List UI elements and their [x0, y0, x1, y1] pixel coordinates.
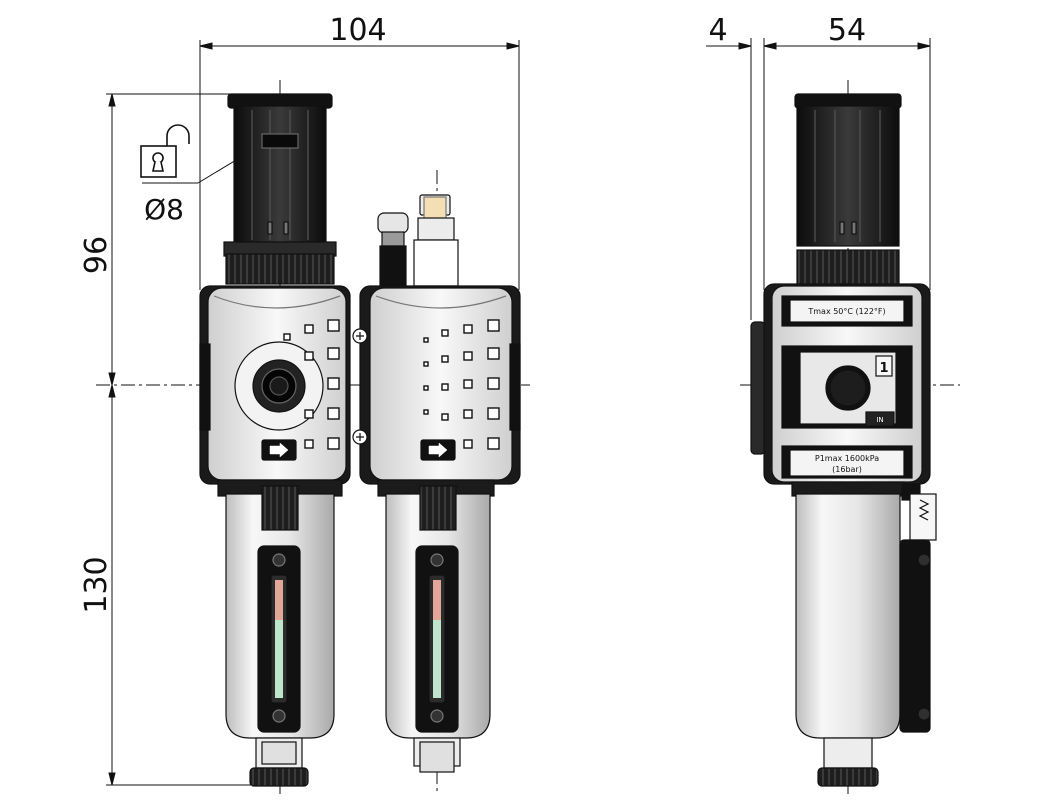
dim-upper-height: 96 [79, 236, 114, 274]
filter-regulator-unit [199, 93, 351, 787]
dim-overall-width: 104 [329, 13, 386, 48]
port-mark: IN [876, 416, 883, 424]
dim-side-width: 54 [828, 13, 866, 48]
label-pmax-2: (16bar) [832, 465, 862, 474]
padlock-icon [140, 124, 190, 178]
dim-side-offset: 4 [708, 13, 727, 48]
lubricator-unit [352, 194, 521, 773]
dim-lock-diameter: Ø8 [144, 193, 184, 226]
side-view-unit: Tmax 50°C (122°F) 1 IN P1max 1600kPa (16… [750, 93, 937, 787]
label-pmax-1: P1max 1600kPa [815, 454, 879, 463]
label-tmax: Tmax 50°C (122°F) [807, 307, 885, 316]
port-number: 1 [879, 361, 888, 376]
dim-lower-height: 130 [79, 556, 114, 613]
